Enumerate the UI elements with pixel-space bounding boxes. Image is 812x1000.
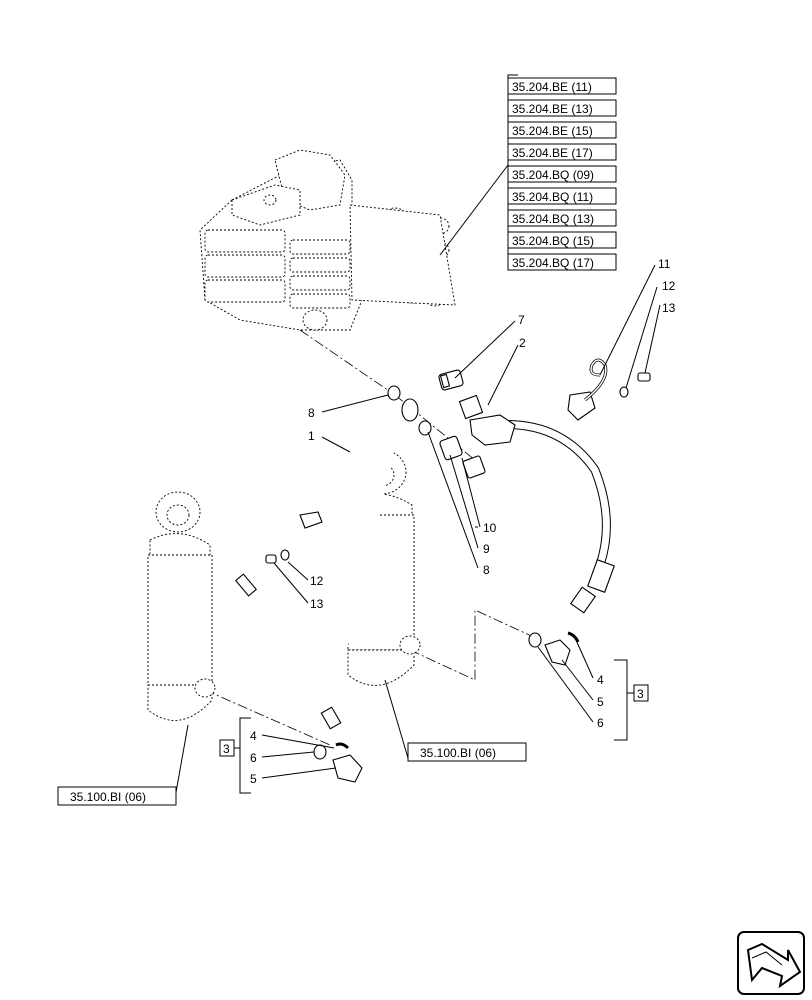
o-ring-8-upper <box>387 385 401 401</box>
callout-12[interactable]: 12 <box>662 279 676 293</box>
ref-text: 35.204.BQ (15) <box>512 234 594 248</box>
callout-11[interactable]: 11 <box>658 257 671 271</box>
kit-number: 3 <box>637 687 644 701</box>
next-page-arrow-icon[interactable] <box>737 931 805 995</box>
ref-text: 35.204.BE (15) <box>512 124 593 138</box>
ref-box-7[interactable]: 35.204.BQ (13) <box>507 209 617 227</box>
kit-bracket-right: 3 <box>614 659 649 741</box>
ref-box-2[interactable]: 35.204.BE (13) <box>507 99 617 117</box>
centerline-left-cylinder <box>204 689 331 746</box>
seal-4-right <box>567 631 580 643</box>
ref-text: 35.204.BQ (09) <box>512 168 594 182</box>
callout-9[interactable]: 9 <box>483 542 490 556</box>
ref-box-8[interactable]: 35.204.BQ (15) <box>507 231 617 249</box>
valve-reference-list: 35.204.BE (11) 35.204.BE (13) 35.204.BE … <box>507 77 617 271</box>
washer-12-top <box>619 386 629 398</box>
callout-13[interactable]: 13 <box>310 597 324 611</box>
callout-12[interactable]: 12 <box>310 574 324 588</box>
ref-text: 35.204.BE (13) <box>512 102 593 116</box>
callout-6[interactable]: 6 <box>250 751 257 765</box>
callout-4[interactable]: 4 <box>597 673 604 687</box>
pipe-1 <box>228 398 419 730</box>
centerline-valve <box>299 329 476 461</box>
cylinder-ref-left[interactable]: 35.100.BI (06) <box>57 724 189 806</box>
ref-box-4[interactable]: 35.204.BE (17) <box>507 143 617 161</box>
callout-2[interactable]: 2 <box>519 336 526 350</box>
o-ring-6-right <box>528 632 542 648</box>
ref-text: 35.204.BQ (17) <box>512 256 594 270</box>
callout-10[interactable]: 10 <box>483 521 497 535</box>
ref-text: 35.204.BQ (13) <box>512 212 594 226</box>
callout-5[interactable]: 5 <box>250 772 257 786</box>
callout-leaders <box>261 264 661 779</box>
adapter-9 <box>439 435 463 461</box>
callout-8[interactable]: 8 <box>483 563 490 577</box>
callout-13[interactable]: 13 <box>662 301 676 315</box>
kit-number: 3 <box>223 742 230 756</box>
callout-5[interactable]: 5 <box>597 695 604 709</box>
left-cylinder <box>147 491 216 721</box>
valve-ref-leader <box>439 164 509 256</box>
clamp-11 <box>567 358 608 421</box>
ref-text: 35.100.BI (06) <box>420 746 496 760</box>
callout-4[interactable]: 4 <box>250 729 257 743</box>
washer-12-mid <box>280 549 290 561</box>
centerline-right-cylinder <box>409 609 541 681</box>
ref-text: 35.204.BE (11) <box>512 80 592 94</box>
hose-2 <box>458 394 615 614</box>
seal-4-left <box>335 742 350 750</box>
callout-7[interactable]: 7 <box>518 313 525 327</box>
ref-box-9[interactable]: 35.204.BQ (17) <box>507 253 617 271</box>
cylinder-ref-right[interactable]: 35.100.BI (06) <box>384 679 527 762</box>
ref-text: 35.100.BI (06) <box>70 790 146 804</box>
o-ring-6-left <box>313 744 327 760</box>
o-ring-8-lower <box>418 420 432 436</box>
elbow-5-right <box>544 639 571 666</box>
callout-numbers: 11 12 13 7 2 8 1 10 9 8 12 13 4 5 6 4 6 … <box>250 257 676 786</box>
screw-13-mid <box>265 554 277 564</box>
callout-6[interactable]: 6 <box>597 716 604 730</box>
fitting-7 <box>438 369 464 391</box>
ref-text: 35.204.BQ (11) <box>512 190 593 204</box>
nut-10 <box>462 455 486 479</box>
screw-13-top <box>637 372 651 382</box>
ref-text: 35.204.BE (17) <box>512 146 593 160</box>
elbow-5-left <box>332 754 363 783</box>
ref-box-1[interactable]: 35.204.BE (11) <box>507 77 617 95</box>
kit-bracket-left: 3 <box>219 717 251 794</box>
ref-box-6[interactable]: 35.204.BQ (11) <box>507 187 617 205</box>
callout-1[interactable]: 1 <box>308 429 315 443</box>
control-valve-assembly <box>199 149 456 331</box>
callout-8[interactable]: 8 <box>308 406 315 420</box>
ref-box-3[interactable]: 35.204.BE (15) <box>507 121 617 139</box>
ref-box-5[interactable]: 35.204.BQ (09) <box>507 165 617 183</box>
